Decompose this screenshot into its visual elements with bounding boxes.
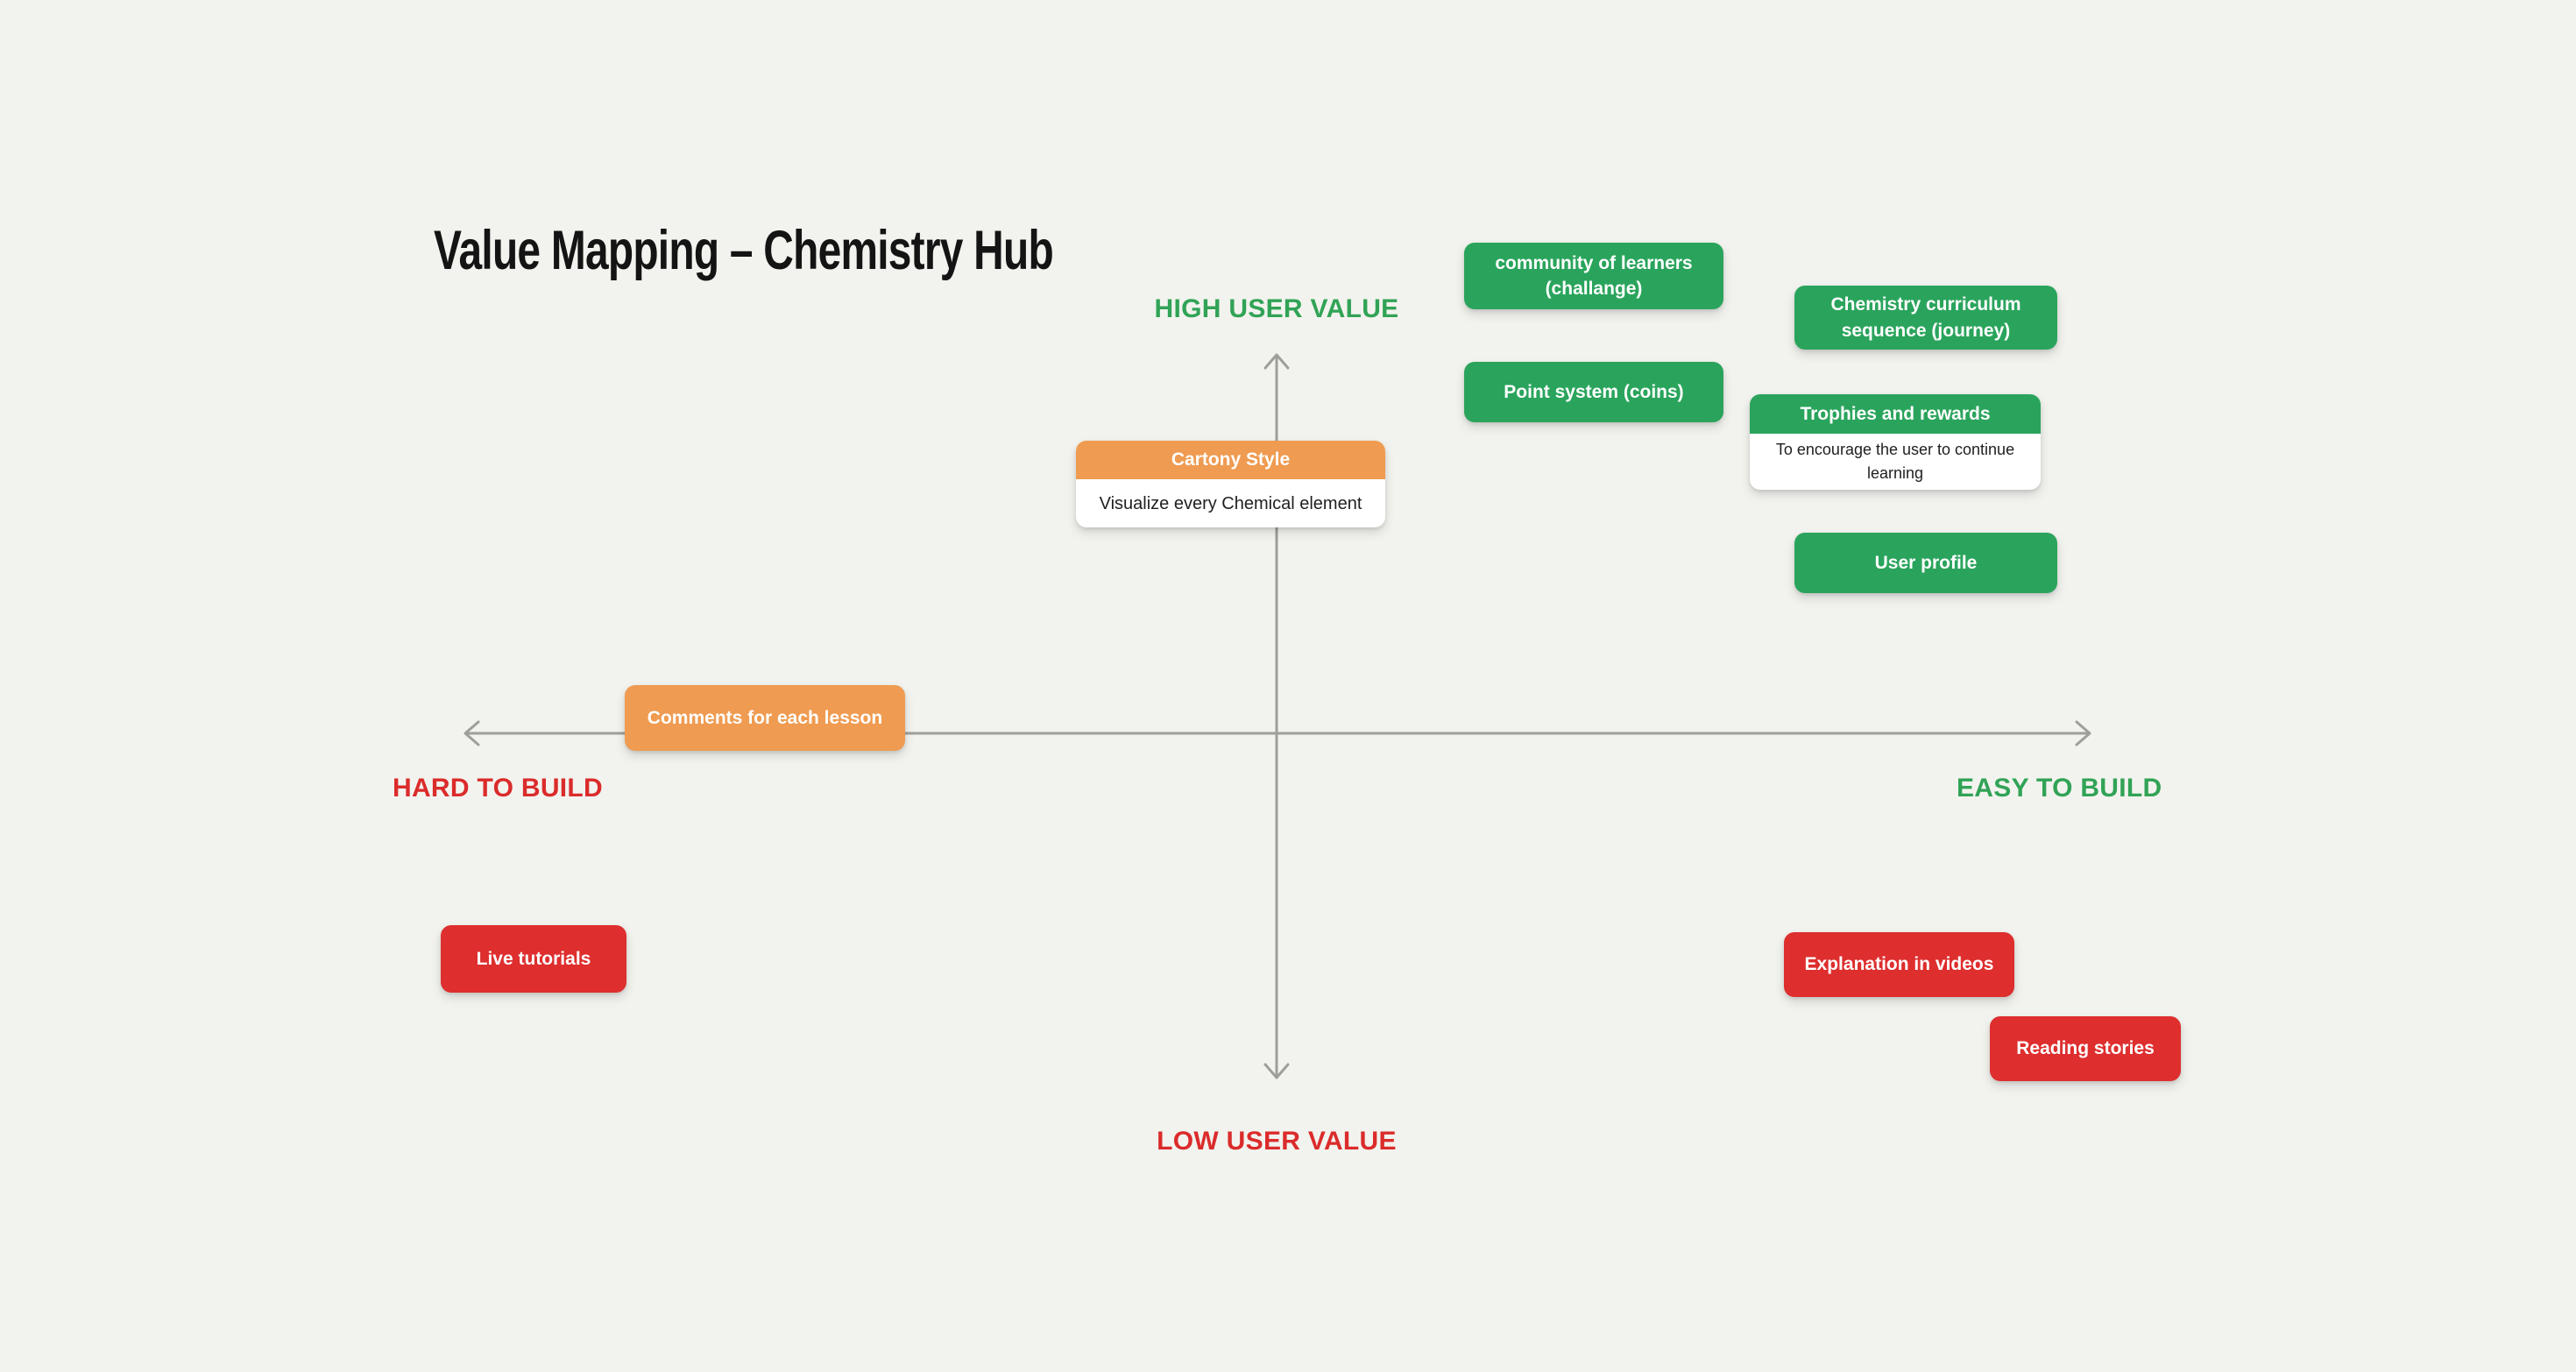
arrowhead-up-icon <box>1263 353 1290 370</box>
card-chemistry-curriculum-sequence[interactable]: Chemistry curriculum sequence (journey) <box>1794 286 2057 350</box>
card-explanation-in-videos[interactable]: Explanation in videos <box>1784 932 2014 997</box>
arrowhead-down-icon <box>1263 1063 1290 1079</box>
card-community-of-learners[interactable]: community of learners (challange) <box>1464 243 1723 309</box>
note-card-trophies-and-rewards[interactable]: Trophies and rewards To encourage the us… <box>1750 394 2041 490</box>
arrowhead-right-icon <box>2075 720 2091 746</box>
axis-label-low-user-value[interactable]: LOW USER VALUE <box>1157 1127 1397 1156</box>
note-card-cartony-style[interactable]: Cartony Style Visualize every Chemical e… <box>1076 441 1385 527</box>
card-point-system[interactable]: Point system (coins) <box>1464 362 1723 422</box>
arrowhead-left-icon <box>464 720 480 746</box>
note-card-header: Trophies and rewards <box>1750 394 2041 434</box>
card-user-profile[interactable]: User profile <box>1794 533 2057 593</box>
axis-label-easy-to-build[interactable]: EASY TO BUILD <box>1957 774 2162 803</box>
board-title-text: Value Mapping – Chemistry Hub <box>434 220 1054 281</box>
note-card-body: To encourage the user to continue learni… <box>1775 441 2015 482</box>
note-card-header: Cartony Style <box>1076 441 1385 479</box>
note-card-body: Visualize every Chemical element <box>1099 493 1362 513</box>
card-comments-for-each-lesson[interactable]: Comments for each lesson <box>625 685 905 751</box>
board-title[interactable]: Value Mapping – Chemistry Hub <box>434 219 1249 282</box>
axis-label-high-user-value[interactable]: HIGH USER VALUE <box>1154 294 1399 323</box>
axis-label-hard-to-build[interactable]: HARD TO BUILD <box>393 774 604 803</box>
card-live-tutorials[interactable]: Live tutorials <box>441 925 626 993</box>
card-reading-stories[interactable]: Reading stories <box>1990 1016 2181 1081</box>
